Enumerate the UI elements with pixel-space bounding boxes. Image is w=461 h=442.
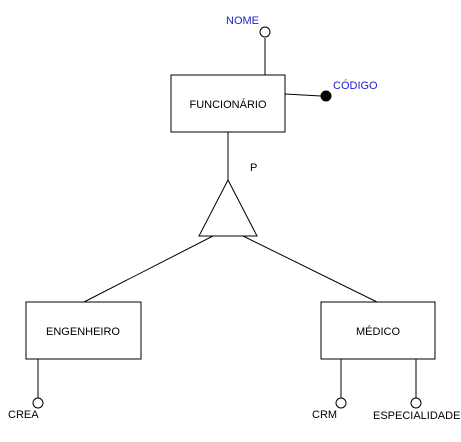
nome-attribute-circle — [259, 26, 271, 38]
specialization-link-medico — [242, 235, 378, 303]
crm-attribute-circle — [335, 397, 347, 409]
specialization-triangle — [198, 178, 258, 237]
entity-engenheiro-box — [25, 301, 142, 360]
codigo-key-attribute-circle — [320, 90, 332, 102]
crm-attribute-label: CRM — [312, 409, 337, 421]
crea-attribute-circle — [32, 397, 44, 409]
entity-medico-label: MÉDICO — [356, 325, 400, 338]
entity-medico-box — [320, 301, 436, 360]
crea-attribute-label: CREA — [8, 409, 39, 421]
specialization-link-engenheiro — [83, 235, 214, 303]
especialidade-attribute-circle — [410, 397, 422, 409]
codigo-attribute-label: CÓDIGO — [333, 79, 378, 92]
nome-attribute-label: NOME — [226, 15, 259, 27]
entity-engenheiro-label: ENGENHEIRO — [46, 326, 120, 338]
entity-funcionario-label: FUNCIONÁRIO — [190, 98, 267, 111]
especialidade-attribute-label: ESPECIALIDADE — [373, 410, 460, 422]
specialization-label: P — [250, 162, 257, 174]
codigo-attribute-link — [284, 93, 322, 97]
